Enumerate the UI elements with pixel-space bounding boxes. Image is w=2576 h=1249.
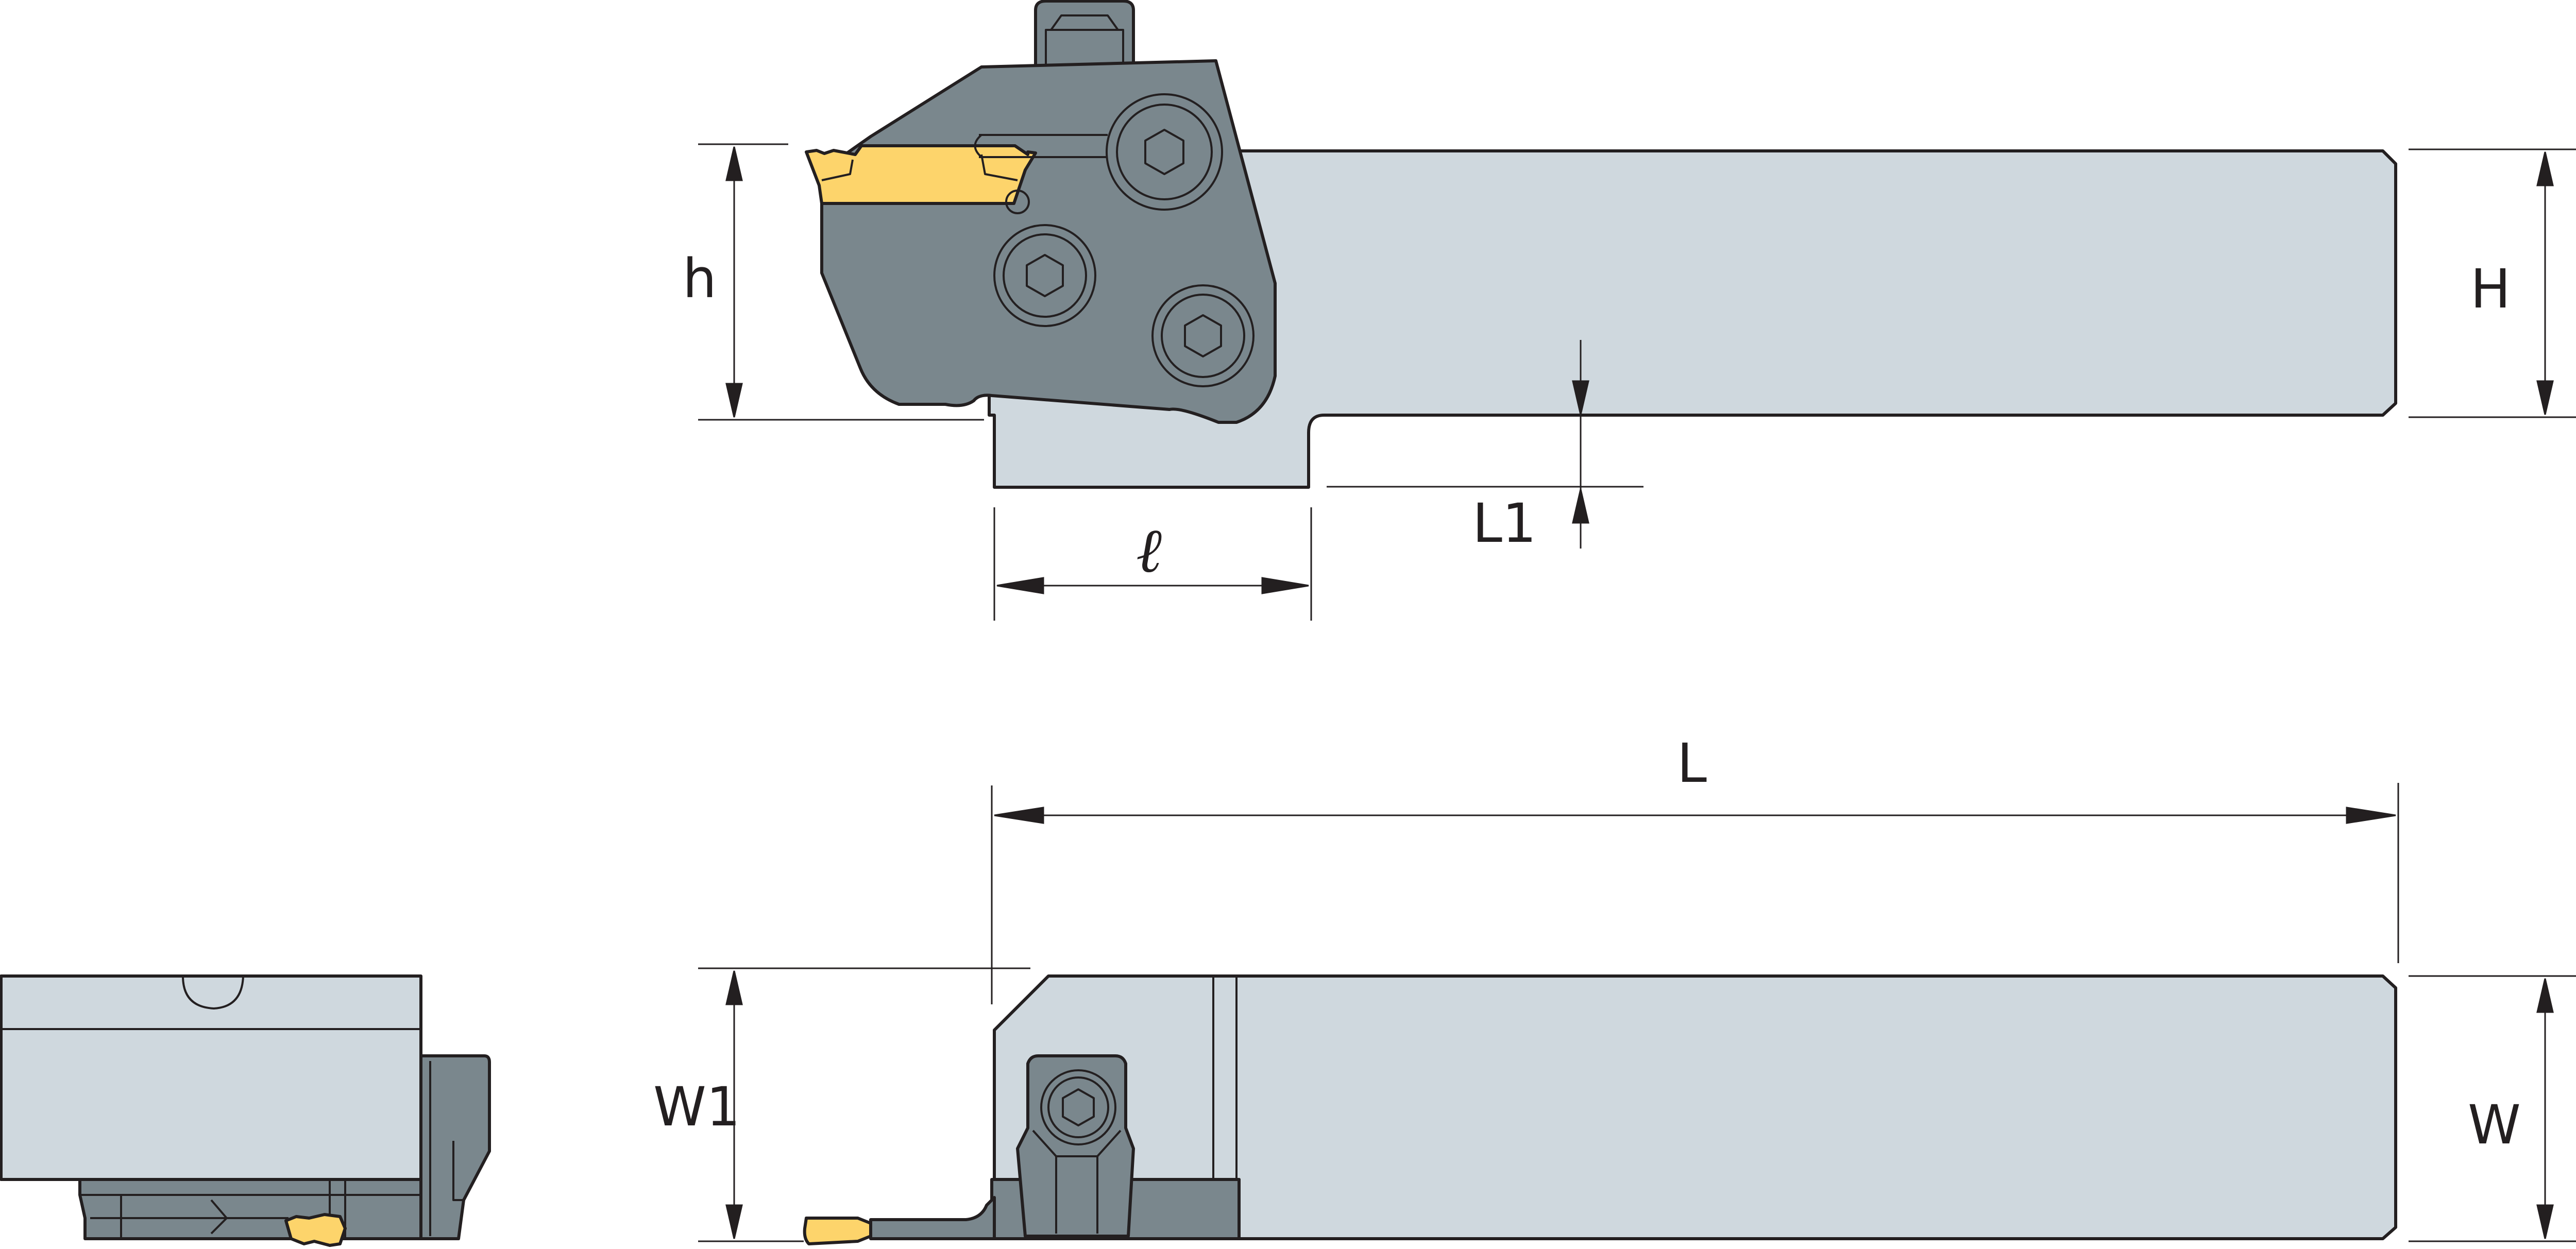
plan-clamp-detail bbox=[1032, 1130, 1122, 1234]
pin-slot bbox=[974, 134, 1108, 158]
plan-shank-body bbox=[993, 974, 2397, 1240]
dim-label-h: h bbox=[683, 247, 717, 310]
shank-body bbox=[988, 149, 2397, 489]
plan-view-dimensions bbox=[698, 783, 2576, 1242]
plan-view bbox=[803, 974, 2397, 1245]
dim-label-W: W bbox=[2468, 1093, 2521, 1156]
end-blade-detail bbox=[80, 1179, 421, 1239]
side-view bbox=[805, 0, 2397, 489]
plan-insert bbox=[803, 1217, 872, 1245]
side-view-dimensions bbox=[698, 143, 2576, 621]
pin-hole bbox=[1005, 190, 1030, 214]
dim-label-L1: L1 bbox=[1472, 492, 1536, 555]
screw-hole-upper bbox=[1106, 93, 1223, 211]
clamp-head bbox=[820, 59, 1277, 424]
screw-hole-lower bbox=[1151, 284, 1255, 387]
dim-label-L: L bbox=[1677, 732, 1707, 795]
dim-label-H: H bbox=[2470, 258, 2511, 320]
plan-screw-hole bbox=[1040, 1069, 1116, 1145]
clamp-top-knob bbox=[1034, 0, 1135, 69]
plan-blade-extension bbox=[869, 1196, 996, 1240]
end-insert bbox=[284, 1213, 347, 1247]
dim-label-l: ℓ bbox=[1136, 515, 1162, 587]
cutting-insert bbox=[805, 144, 1037, 205]
clamp-knob-detail bbox=[1045, 14, 1124, 66]
insert-edge-detail bbox=[821, 154, 1018, 181]
end-view bbox=[0, 974, 491, 1247]
dim-label-W1: W1 bbox=[653, 1075, 740, 1138]
end-blade-base bbox=[78, 1178, 422, 1240]
end-clamp-detail bbox=[429, 1061, 464, 1236]
screw-hole-middle bbox=[993, 224, 1096, 327]
plan-clamp bbox=[1016, 1054, 1135, 1238]
plan-shank-groove bbox=[1212, 976, 1238, 1179]
end-shank-notch bbox=[182, 976, 244, 1010]
end-shank-body bbox=[0, 974, 422, 1181]
end-clamp-block bbox=[418, 1054, 491, 1240]
